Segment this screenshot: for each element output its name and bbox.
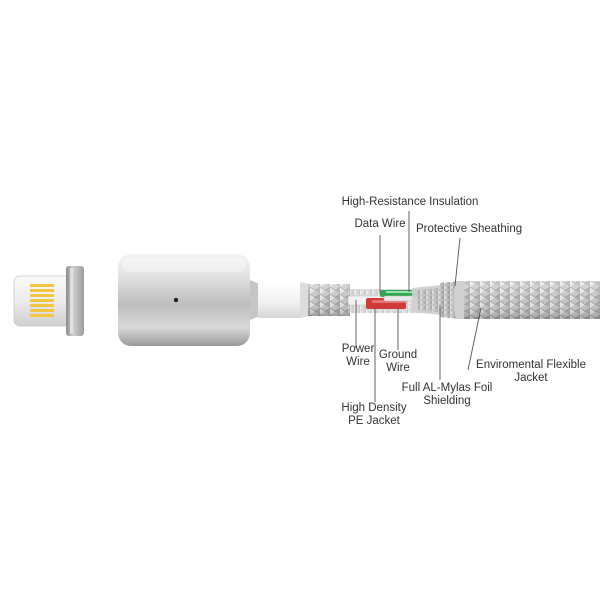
label-ground-wire: Ground Wire [370,349,426,375]
label-ground-wire-line1: Ground [370,349,426,362]
braided-outer-jacket [454,281,600,319]
label-flexible-jacket: Enviromental Flexible Jacket [468,359,594,385]
led-indicator [174,298,178,302]
label-high-resistance-insulation: High-Resistance Insulation [340,196,480,209]
leader-protective-sheathing [455,238,460,286]
cable-cutaway [348,281,462,319]
label-data-wire: Data Wire [340,218,420,231]
lightning-connector-tip [14,266,84,336]
label-protective-sheathing: Protective Sheathing [416,223,522,236]
braided-cable-segment [308,284,350,316]
label-pe-jacket-line1: High Density [334,402,414,415]
label-pe-jacket-line2: PE Jacket [334,415,414,428]
magnetic-connector-body [118,254,310,346]
label-flexible-jacket-line2: Jacket [468,372,594,385]
label-ground-wire-line2: Wire [370,362,426,375]
label-pe-jacket: High Density PE Jacket [334,402,414,428]
label-flexible-jacket-line1: Enviromental Flexible [468,359,594,372]
